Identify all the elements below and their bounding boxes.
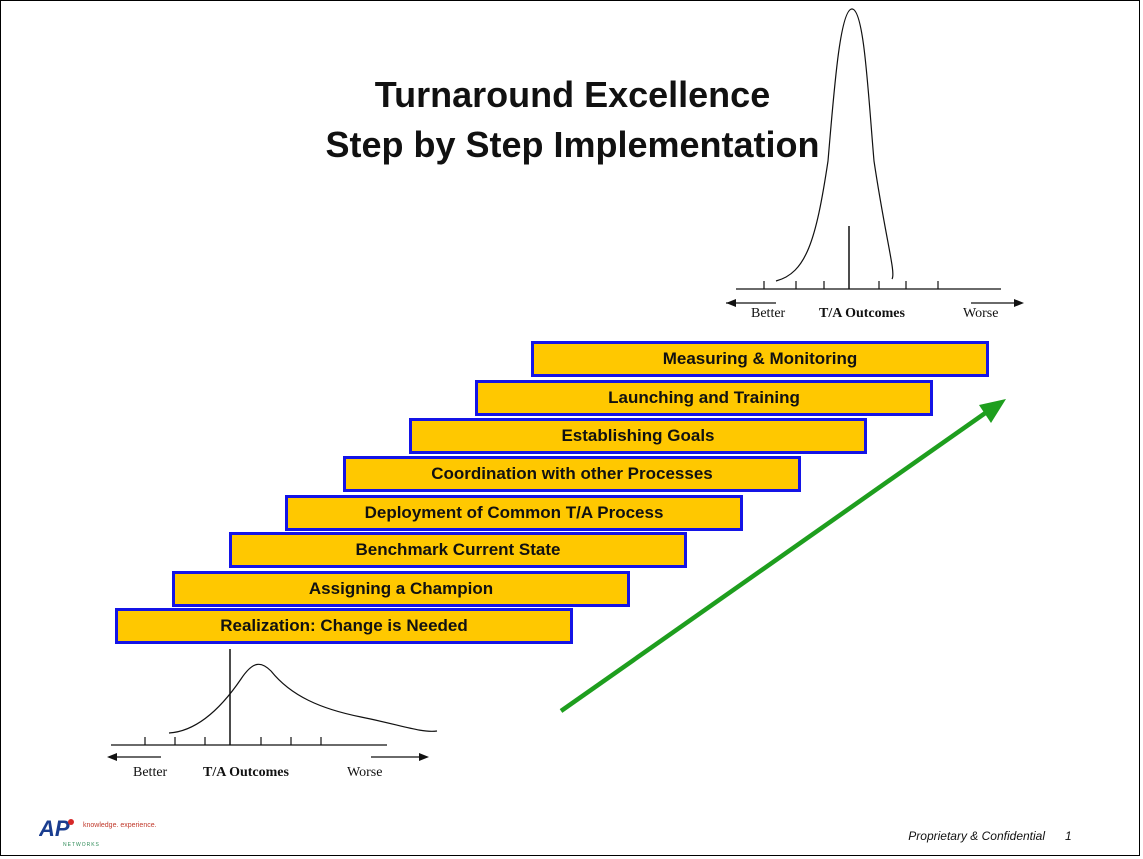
- bottom-distribution-curve: [168, 663, 438, 734]
- slide-title: Turnaround Excellence: [374, 74, 771, 115]
- logo-tagline: knowledge. experience.: [83, 822, 157, 829]
- bottom-better-label: Better: [133, 765, 168, 780]
- confidential-notice: Proprietary & Confidential: [908, 829, 1045, 843]
- top-distribution-curve: [775, 8, 894, 282]
- company-logo: AP: [39, 816, 74, 840]
- step-4: Deployment of Common T/A Process: [285, 495, 743, 531]
- slide-subtitle: Step by Step Implementation: [325, 124, 820, 165]
- svg-text:AP: AP: [39, 816, 70, 840]
- step-6: Establishing Goals: [409, 418, 867, 454]
- step-2: Assigning a Champion: [172, 571, 630, 607]
- step-3: Benchmark Current State: [229, 532, 687, 568]
- top-better-label: Better: [751, 306, 786, 321]
- step-8: Measuring & Monitoring: [531, 341, 989, 377]
- step-7: Launching and Training: [475, 380, 933, 416]
- bottom-worse-label: Worse: [347, 765, 383, 780]
- top-distribution-chart: [726, 8, 1024, 307]
- top-axis-label: T/A Outcomes: [819, 306, 905, 321]
- logo-subtext: NETWORKS: [63, 842, 100, 848]
- step-5: Coordination with other Processes: [343, 456, 801, 492]
- page-number: 1: [1065, 829, 1072, 843]
- top-worse-label: Worse: [963, 306, 999, 321]
- step-1: Realization: Change is Needed: [115, 608, 573, 644]
- bottom-axis-label: T/A Outcomes: [203, 765, 289, 780]
- progress-arrow: [559, 399, 1006, 713]
- bottom-distribution-chart: [107, 649, 438, 761]
